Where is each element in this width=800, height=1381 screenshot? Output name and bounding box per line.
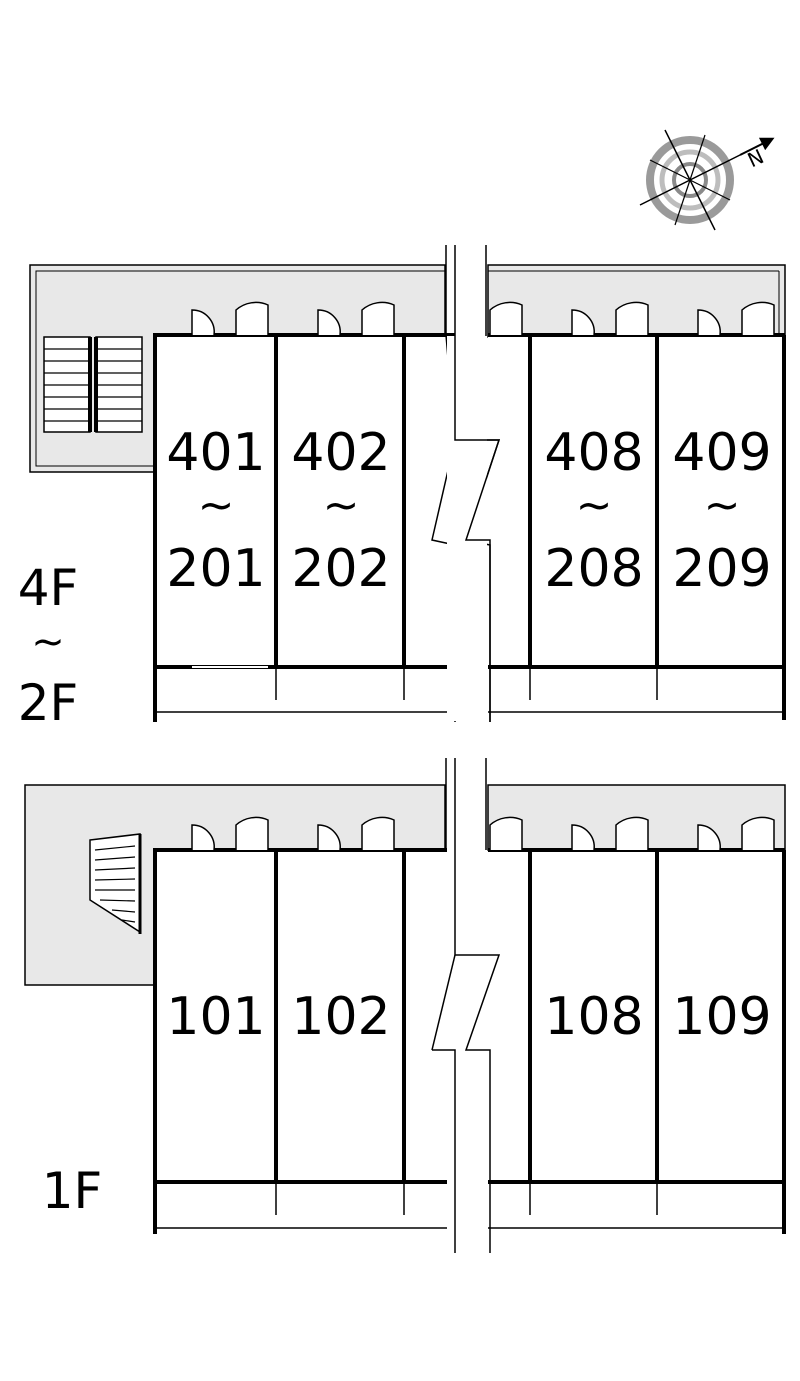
stairs-icon <box>89 833 142 934</box>
upper-unit-409: 409 ~ 209 <box>672 423 771 599</box>
upper-unit-408: 408 ~ 208 <box>544 423 643 599</box>
stairs-icon <box>43 336 143 433</box>
unit-top-label: 401 <box>166 423 265 483</box>
lower-block: 101 102 108 109 1F <box>24 758 786 1253</box>
door-icons <box>191 816 775 851</box>
upper-unit-401: 401 ~ 201 <box>166 423 265 599</box>
unit-top-label: 408 <box>544 423 643 483</box>
range-wave: ~ <box>323 480 360 531</box>
range-wave: ~ <box>198 480 235 531</box>
unit-label-102: 102 <box>291 987 390 1047</box>
unit-label-108: 108 <box>544 987 643 1047</box>
floor-label-wave: ~ <box>31 619 65 665</box>
door-icons <box>191 301 775 336</box>
range-wave: ~ <box>704 480 741 531</box>
upper-block: 401 ~ 201 402 ~ 202 408 ~ 208 409 ~ 209 … <box>18 245 786 732</box>
upper-unit-402: 402 ~ 202 <box>291 423 390 599</box>
floor-label-bottom: 2F <box>18 674 79 732</box>
unit-label-109: 109 <box>672 987 771 1047</box>
unit-top-label: 409 <box>672 423 771 483</box>
compass-icon: N <box>639 129 775 231</box>
unit-bottom-label: 202 <box>291 539 390 599</box>
unit-label-101: 101 <box>166 987 265 1047</box>
unit-bottom-label: 208 <box>544 539 643 599</box>
unit-top-label: 402 <box>291 423 390 483</box>
unit-bottom-label: 201 <box>166 539 265 599</box>
range-wave: ~ <box>576 480 613 531</box>
unit-bottom-label: 209 <box>672 539 771 599</box>
compass-north-label: N <box>744 144 768 172</box>
floor-label: 1F <box>42 1162 103 1220</box>
floor-label-top: 4F <box>18 559 79 617</box>
